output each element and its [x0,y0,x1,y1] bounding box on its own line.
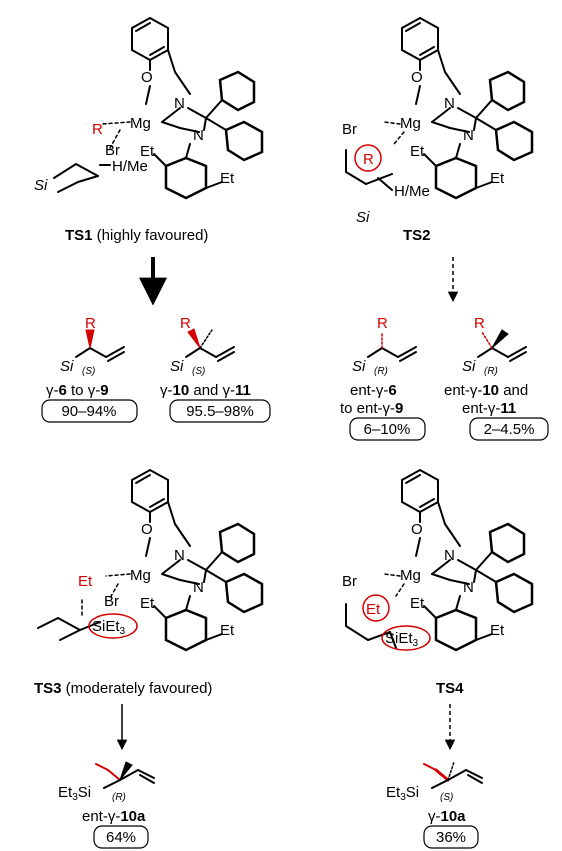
product-4-r: R [474,315,485,332]
ts2-bromine: Br [342,121,357,138]
product-2-structure [185,328,235,362]
product-1-yield: 90–94% [61,403,116,420]
product-1-stereo: (S) [82,366,95,377]
product-4-yield: 2–4.5% [484,421,535,438]
ts4-triethylsilyl: SiEt3 [385,630,419,649]
ts3-magnesium: Mg [130,567,151,584]
ts2-oxygen: O [411,69,423,86]
ts1-h-me: H/Me [112,158,148,175]
ts2-r-group: R [363,151,374,168]
product-4-structure [477,329,527,362]
ts4-oxygen: O [411,521,423,538]
product-1-structure [75,329,125,362]
ts4-label: TS4 [436,680,464,697]
product-5-stereo: (R) [112,792,126,803]
ts4-ethyl-2: Et [490,622,505,639]
ts4-ethyl-highlight [362,594,390,622]
product-1-label: γ-6 to γ-9 [46,382,109,399]
product-3-silicon: Si [352,358,366,375]
product-3-label-line2: to ent-γ-9 [340,400,403,417]
ts1-complex-structure [53,16,264,200]
product-4-label-line2: ent-γ-11 [462,400,516,417]
ts1-nitrogen-1: N [174,95,185,112]
ts4-nitrogen-2: N [463,579,474,596]
product-6-stereo: (S) [440,792,453,803]
product-5-label: ent-γ-10a [82,808,146,825]
product-1-silicon: Si [60,358,74,375]
ts3-bromine: Br [104,593,119,610]
ts3-triethylsilyl: SiEt3 [92,618,126,637]
product-4-label-line1: ent-γ-10 and [444,382,528,399]
ts2-complex-structure [345,16,534,200]
ts2-label: TS2 [403,227,431,244]
product-1-r: R [85,315,96,332]
ts2-magnesium: Mg [400,115,421,132]
ts1-silicon: Si [34,177,48,194]
product-3-stereo: (R) [374,366,388,377]
product-2-silicon: Si [170,358,184,375]
product-6-yield-box [423,825,479,849]
ts3-label: TS3 (moderately favoured) [34,680,212,697]
product-4-stereo: (R) [484,366,498,377]
product-5-yield-box [93,825,149,849]
ts3-complex-structure [37,468,264,652]
ts4-ethyl-red: Et [366,601,381,618]
ts1-ethyl-2: Et [220,170,235,187]
product-6-label: γ-10a [428,808,466,825]
ts1-ethyl-1: Et [140,143,155,160]
product-6-silyl: Et3Si [386,784,419,803]
product-4-silicon: Si [462,358,476,375]
ts1-oxygen: O [141,69,153,86]
product-6-structure [423,761,483,789]
ts3-ethyl-red: Et [78,573,93,590]
ts2-ethyl-1: Et [410,143,425,160]
product-3-structure [367,331,417,362]
ts4-magnesium: Mg [400,567,421,584]
product-3-r: R [377,315,388,332]
ts4-complex-structure [345,468,534,652]
ts4-bromine: Br [342,573,357,590]
ts1-r-group: R [92,121,103,138]
ts4-silyl-highlight [381,625,431,651]
ts4-nitrogen-1: N [444,547,455,564]
ts2-silicon: Si [356,209,370,226]
product-3-label-line1: ent-γ-6 [350,382,397,399]
product-5-structure [95,761,155,789]
ts3-oxygen: O [141,521,153,538]
product-2-yield: 95.5–98% [186,403,254,420]
product-5-yield: 64% [106,829,136,846]
product-2-label: γ-10 and γ-11 [160,382,251,399]
ts3-silyl-highlight [88,613,138,639]
product-6-yield: 36% [436,829,466,846]
ts1-magnesium: Mg [130,115,151,132]
ts2-ethyl-2: Et [490,170,505,187]
product-2-stereo: (S) [192,366,205,377]
product-4-yield-box [469,417,549,441]
product-2-r: R [180,315,191,332]
ts1-label: TS1 (highly favoured) [65,227,208,244]
ts3-nitrogen-1: N [174,547,185,564]
ts2-nitrogen-2: N [463,127,474,144]
ts4-ethyl-1: Et [410,595,425,612]
ts1-nitrogen-2: N [193,127,204,144]
product-5-silyl: Et3Si [58,784,91,803]
product-3-yield: 6–10% [364,421,411,438]
ts3-nitrogen-2: N [193,579,204,596]
ts2-nitrogen-1: N [444,95,455,112]
product-3-yield-box [349,417,426,441]
ts1-bromine: Br [105,142,120,159]
ts3-ethyl-1: Et [140,595,155,612]
product-2-yield-box [169,399,271,423]
ts2-h-me: H/Me [394,183,430,200]
product-1-yield-box [41,399,138,423]
ts3-ethyl-2: Et [220,622,235,639]
ts2-r-highlight-circle [354,144,382,172]
